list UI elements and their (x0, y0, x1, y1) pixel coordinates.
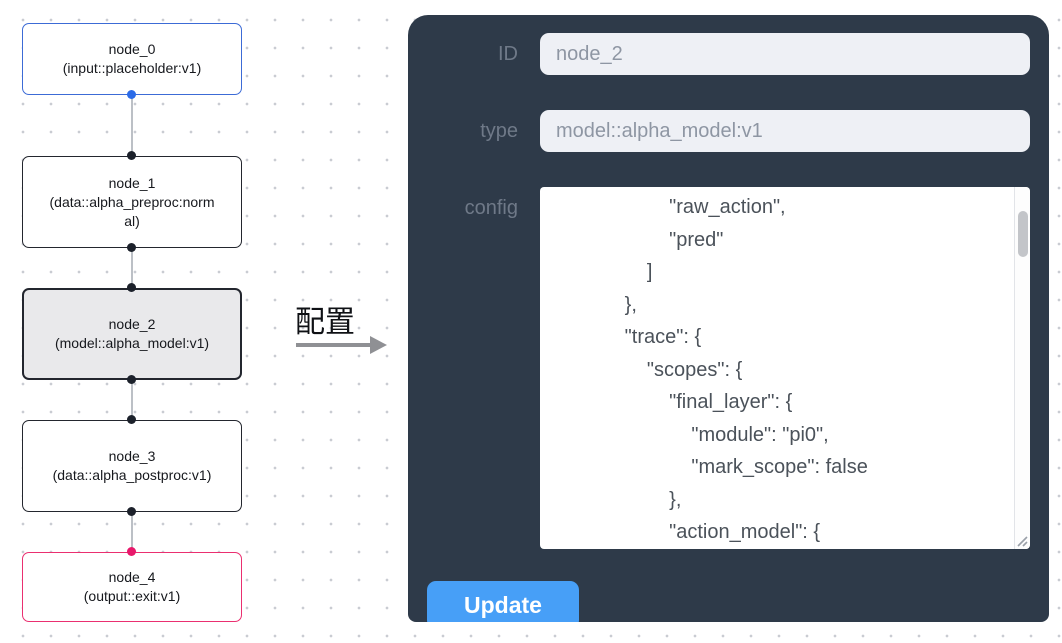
textarea-resize-grip-icon[interactable] (1014, 533, 1028, 547)
arrow-shaft (296, 343, 372, 347)
node-4[interactable]: node_4 (output::exit:v1) (22, 552, 242, 622)
config-textarea[interactable]: "raw_action", "pred" ] }, "trace": { "sc… (540, 187, 1030, 549)
config-scrollbar-thumb[interactable] (1018, 211, 1028, 257)
node-4-input-handle[interactable] (127, 547, 136, 556)
node-2-output-handle[interactable] (127, 375, 136, 384)
edge-node0-node1 (131, 95, 133, 156)
node-4-type: (output::exit:v1) (83, 588, 181, 604)
node-0-title: node_0 (108, 41, 156, 57)
config-label-field: config (464, 197, 518, 219)
node-0-output-handle[interactable] (127, 90, 136, 99)
node-2-title: node_2 (108, 316, 156, 332)
node-0-type: (input::placeholder:v1) (62, 60, 202, 76)
node-1[interactable]: node_1 (data::alpha_preproc:normal) (22, 156, 242, 248)
edge-node3-node4 (131, 512, 133, 552)
node-4-title: node_4 (108, 569, 156, 585)
node-1-output-handle[interactable] (127, 243, 136, 252)
configure-label: 配置 (295, 306, 355, 339)
id-input[interactable] (540, 33, 1030, 75)
node-1-type: (data::alpha_preproc:normal) (49, 193, 215, 229)
node-3[interactable]: node_3 (data::alpha_postproc:v1) (22, 420, 242, 512)
right-arrow-icon (296, 336, 390, 354)
type-label: type (480, 120, 518, 142)
node-2-input-handle[interactable] (127, 283, 136, 292)
node-3-type: (data::alpha_postproc:v1) (52, 467, 212, 483)
node-1-title: node_1 (108, 174, 156, 191)
id-label: ID (498, 43, 518, 65)
node-2-type: (model::alpha_model:v1) (54, 335, 210, 351)
config-scrollbar-track[interactable] (1014, 187, 1030, 549)
node-1-input-handle[interactable] (127, 151, 136, 160)
update-button[interactable]: Update (427, 581, 579, 622)
edge-node1-node2 (131, 248, 133, 288)
node-3-output-handle[interactable] (127, 507, 136, 516)
type-input[interactable] (540, 110, 1030, 152)
edge-node2-node3 (131, 381, 133, 420)
node-3-title: node_3 (108, 448, 156, 464)
node-0[interactable]: node_0 (input::placeholder:v1) (22, 23, 242, 95)
node-3-input-handle[interactable] (127, 415, 136, 424)
arrow-head (370, 336, 387, 354)
config-json-text: "raw_action", "pred" ] }, "trace": { "sc… (624, 196, 868, 543)
node-2[interactable]: node_2 (model::alpha_model:v1) (22, 288, 242, 380)
node-config-panel: ID type config "raw_action", "pred" ] },… (408, 15, 1049, 622)
